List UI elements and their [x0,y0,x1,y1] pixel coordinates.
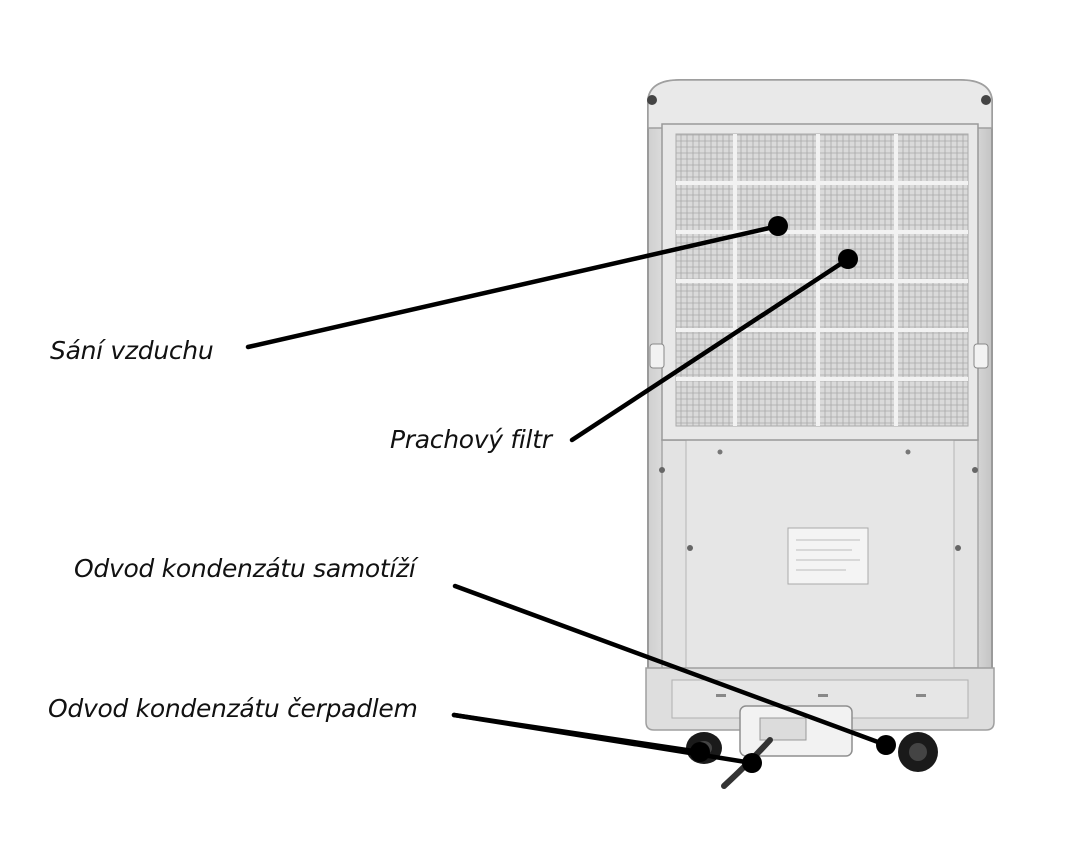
callout-label-condensate-gravity: Odvod kondenzátu samotíží [74,554,416,583]
callout-label-dust-filter: Prachový filtr [390,425,552,454]
label-sticker [787,527,869,585]
leader-line-dust-filter [569,256,851,443]
callout-dots [690,216,896,773]
callout-dot-pump-wheel [690,742,710,762]
screw-icon [981,95,991,105]
leader-line-gravity [452,583,889,748]
leader-line-air-intake [245,223,781,350]
leader-lines [245,223,889,766]
callout-dot-air-intake [768,216,788,236]
callout-label-condensate-pump: Odvod kondenzátu čerpadlem [48,694,418,723]
air-filter-panel [649,123,989,441]
filter-clip [973,343,989,369]
callout-dot-dust-filter [838,249,858,269]
callout-dot-pump-hose [742,753,762,773]
screw-icon [647,95,657,105]
callout-dot-gravity [876,735,896,755]
filter-clip [649,343,665,369]
callout-label-air-intake: Sání vzduchu [50,336,214,365]
